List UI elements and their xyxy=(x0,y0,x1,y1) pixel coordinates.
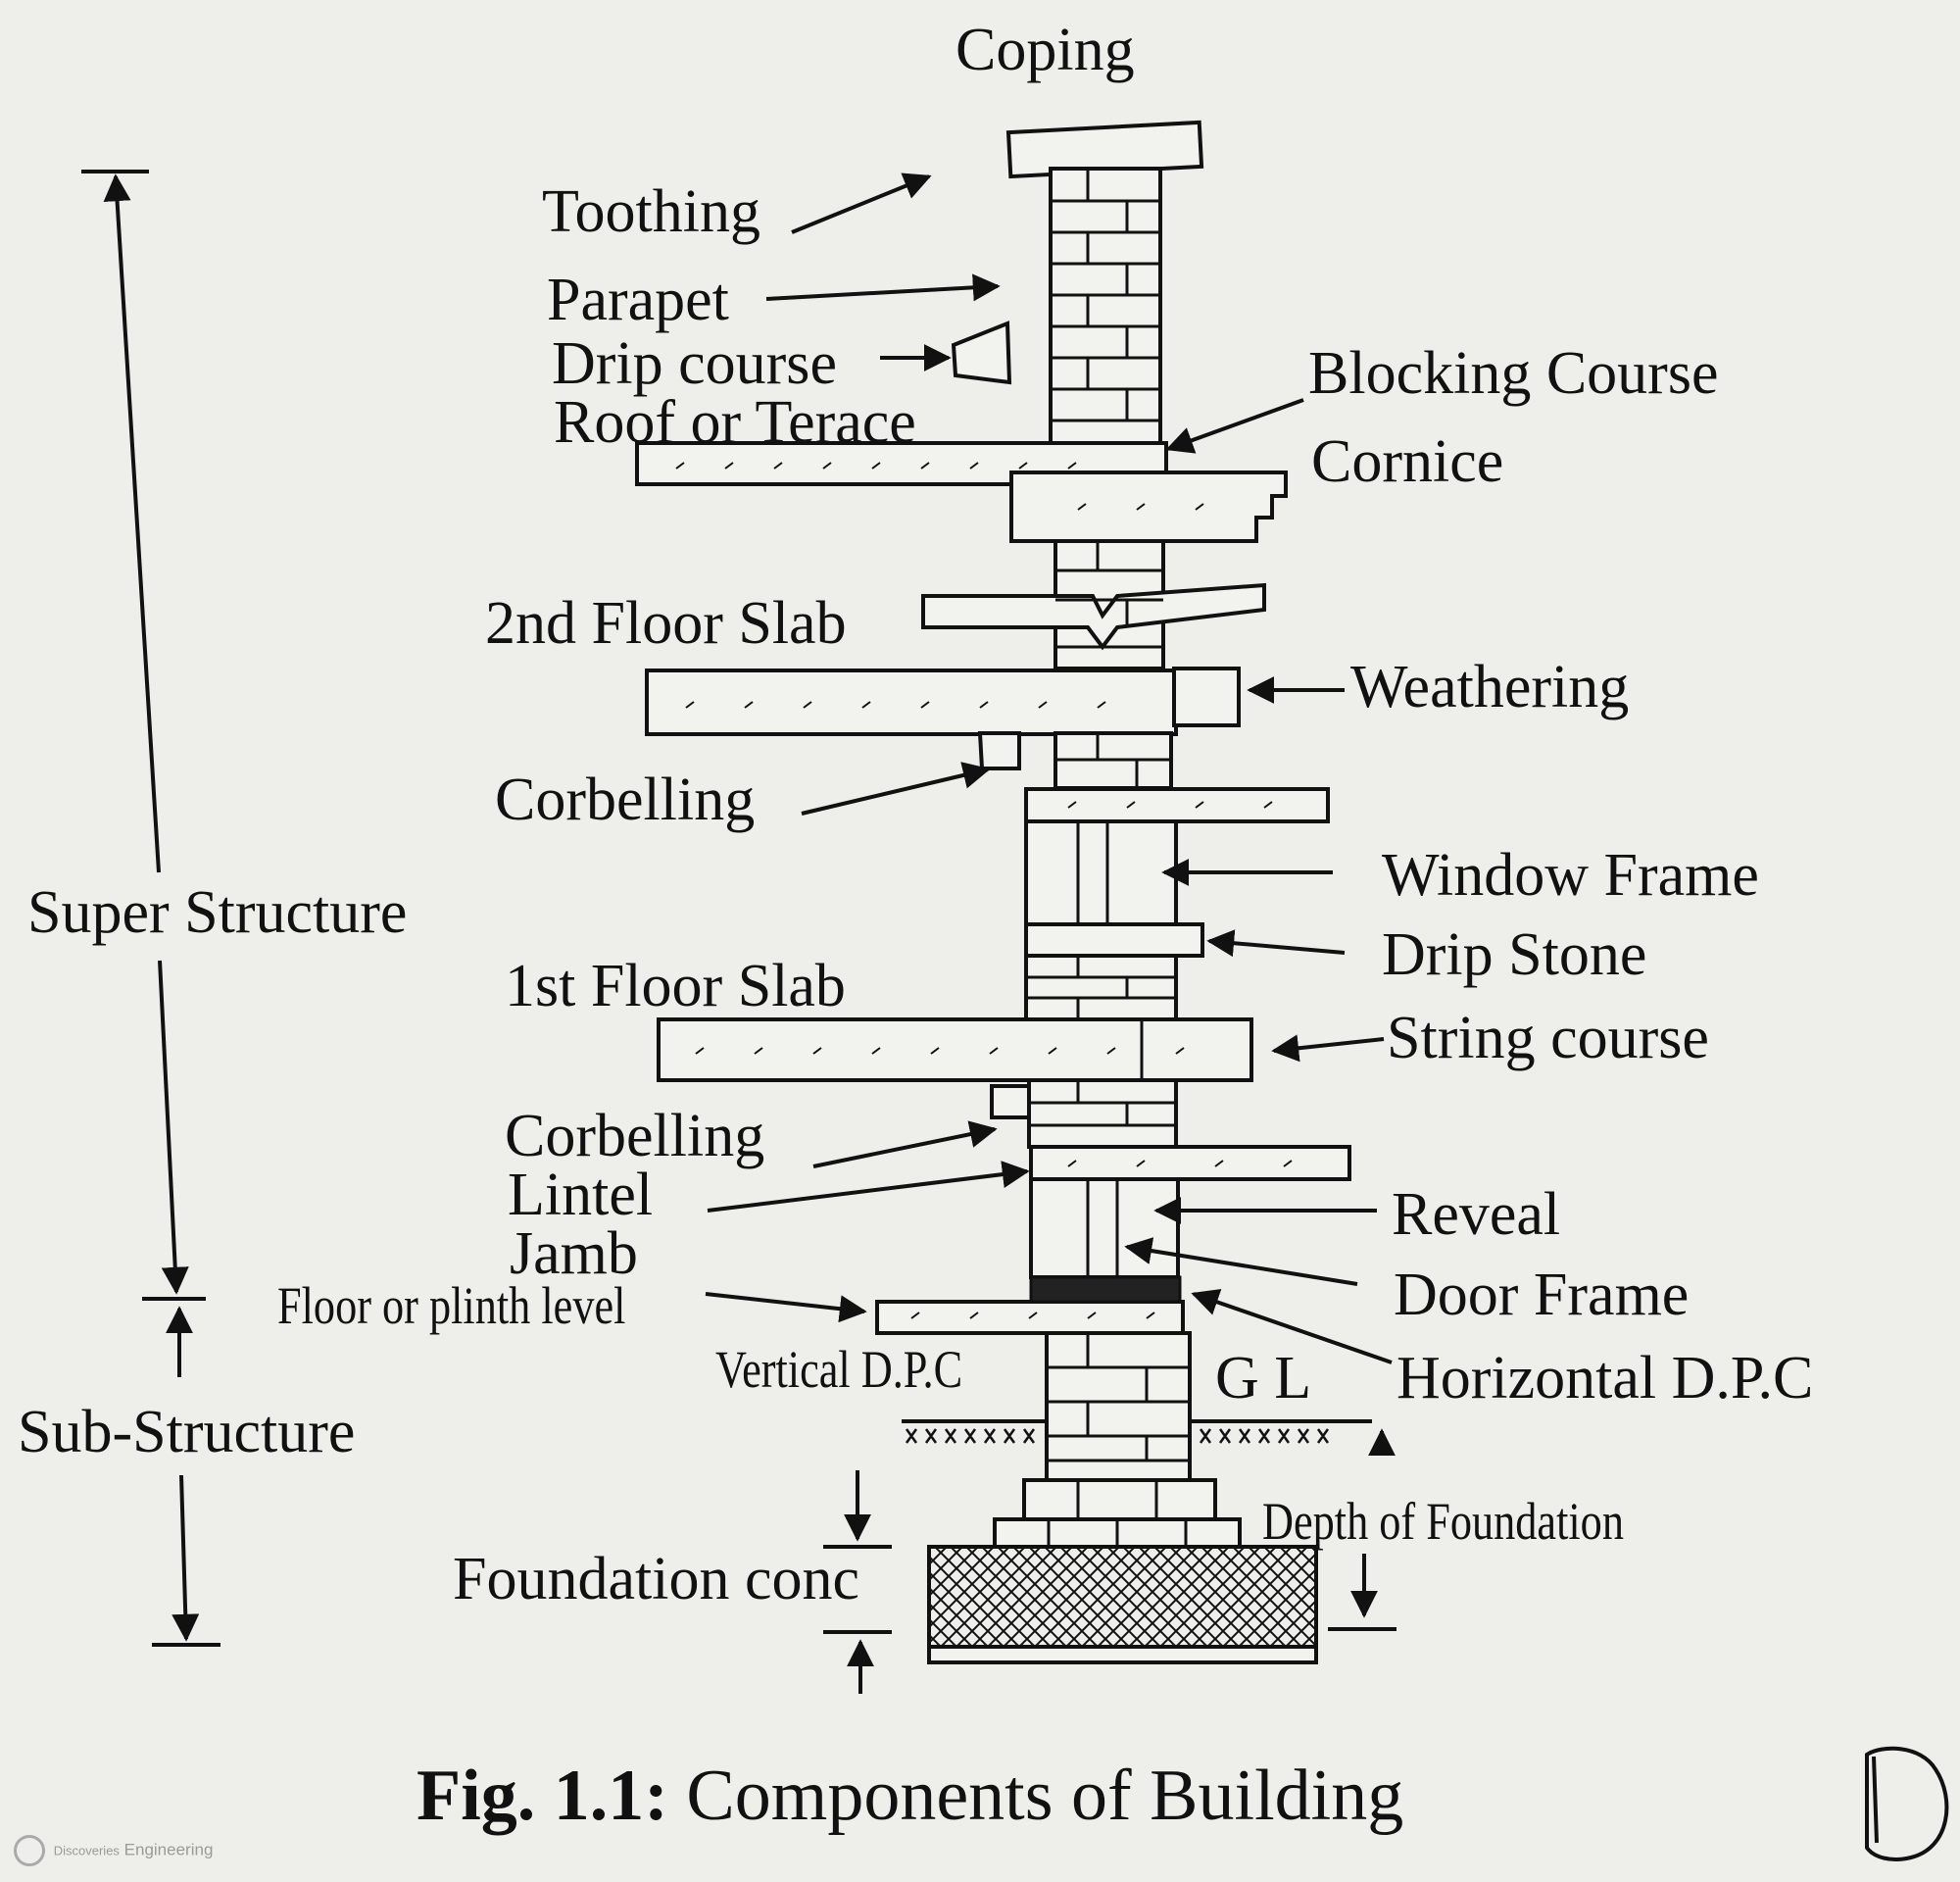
handwritten-d-mark xyxy=(1865,1746,1949,1861)
window-frame-lines xyxy=(1076,821,1109,924)
watermark-line2: Engineering xyxy=(123,1840,214,1859)
substructure-joints xyxy=(1047,1333,1190,1547)
label-blocking-course: Blocking Course xyxy=(1308,340,1719,407)
plinth-slab xyxy=(875,1300,1185,1335)
window-opening xyxy=(1024,819,1178,926)
door-frame-lines xyxy=(1086,1179,1119,1277)
toothing-arrow xyxy=(791,173,932,234)
footing-step-1 xyxy=(1022,1478,1217,1521)
door-opening xyxy=(1029,1177,1180,1279)
super-structure-line-upper xyxy=(103,173,161,873)
blocking-course-arrow xyxy=(1165,398,1304,454)
foundation-concrete xyxy=(927,1545,1318,1664)
label-coping: Coping xyxy=(956,17,1135,83)
door-frame-arrow xyxy=(1124,1237,1358,1286)
drip-stone-slab xyxy=(1024,922,1204,958)
lintel-arrow xyxy=(707,1161,1030,1213)
label-drip-course: Drip course xyxy=(552,330,837,397)
label-cornice: Cornice xyxy=(1311,428,1504,495)
watermark: Discoveries Engineering xyxy=(14,1835,213,1866)
parapet-joints xyxy=(1051,169,1160,422)
label-toothing: Toothing xyxy=(542,178,760,245)
parapet-arrow xyxy=(765,273,1001,302)
sub-structure-line-lower xyxy=(172,1474,200,1642)
upper-corbel xyxy=(977,731,1021,770)
cornice-block xyxy=(1009,470,1288,543)
weathering-slab xyxy=(645,669,1178,736)
label-weathering: Weathering xyxy=(1350,654,1630,720)
label-horizontal-dpc: Horizontal D.P.C xyxy=(1396,1345,1814,1412)
watermark-logo-icon xyxy=(14,1835,45,1866)
label-corbelling-lower: Corbelling xyxy=(505,1103,765,1169)
figure-caption: Fig. 1.1: Components of Building xyxy=(416,1755,1403,1838)
slab-speckle xyxy=(675,462,1293,1319)
label-lintel: Lintel xyxy=(508,1162,654,1228)
upper-wall-joints xyxy=(1055,541,1163,649)
label-window-frame: Window Frame xyxy=(1382,842,1759,909)
watermark-line1: Discoveries xyxy=(53,1843,120,1858)
label-roof-or-terace: Roof or Terace xyxy=(554,389,916,456)
label-foundation-conc: Foundation conc xyxy=(453,1546,859,1612)
lower-corbel xyxy=(990,1084,1031,1119)
super-structure-line-lower xyxy=(158,960,189,1295)
wall-lower xyxy=(1027,1078,1178,1149)
label-reveal: Reveal xyxy=(1392,1181,1561,1248)
wall-below-window xyxy=(1024,954,1178,1021)
label-jamb: Jamb xyxy=(510,1220,638,1287)
weathering-drip xyxy=(1172,667,1241,727)
string-course-arrow xyxy=(1271,1034,1385,1063)
label-second-floor-slab: 2nd Floor Slab xyxy=(485,590,847,657)
label-first-floor-slab: 1st Floor Slab xyxy=(505,953,846,1019)
label-super-structure: Super Structure xyxy=(27,879,408,946)
plinth-arrow xyxy=(705,1292,867,1323)
drip-stone-arrow xyxy=(1206,929,1346,958)
label-gl: G L xyxy=(1215,1345,1312,1412)
second-floor-slab xyxy=(921,582,1266,651)
first-floor-slab xyxy=(657,1017,1253,1082)
lower-wall-joints xyxy=(1029,1080,1176,1127)
parapet-wall xyxy=(1049,167,1162,445)
label-door-frame: Door Frame xyxy=(1394,1262,1690,1328)
middle-wall-joints xyxy=(1055,733,1171,788)
label-corbelling-upper: Corbelling xyxy=(495,767,756,833)
label-string-course: String course xyxy=(1387,1005,1709,1071)
substructure-wall xyxy=(1045,1331,1192,1482)
label-floor-or-plinth-level: Floor or plinth level xyxy=(277,1276,626,1335)
corbelling-upper-arrow xyxy=(801,762,991,816)
label-sub-structure: Sub-Structure xyxy=(18,1399,356,1465)
label-parapet: Parapet xyxy=(547,267,729,333)
below-window-joints xyxy=(1026,956,1176,1019)
label-depth-of-foundation: Depth of Foundation xyxy=(1262,1492,1624,1551)
horizontal-dpc xyxy=(1029,1275,1182,1304)
label-drip-stone: Drip Stone xyxy=(1382,921,1647,988)
ground-hatch-left xyxy=(905,1428,1036,1444)
ground-hatch-right xyxy=(1199,1428,1330,1444)
drip-course-block xyxy=(951,321,1012,385)
horizontal-dpc-arrow xyxy=(1191,1289,1393,1364)
label-vertical-dpc: Vertical D.P.C xyxy=(715,1340,963,1399)
corbelling-lower-arrow xyxy=(812,1120,998,1168)
foundation-base xyxy=(927,1645,1318,1664)
caption-prefix: Fig. 1.1: xyxy=(416,1756,668,1836)
lower-lintel xyxy=(1029,1145,1351,1181)
caption-text: Components of Building xyxy=(667,1756,1404,1836)
